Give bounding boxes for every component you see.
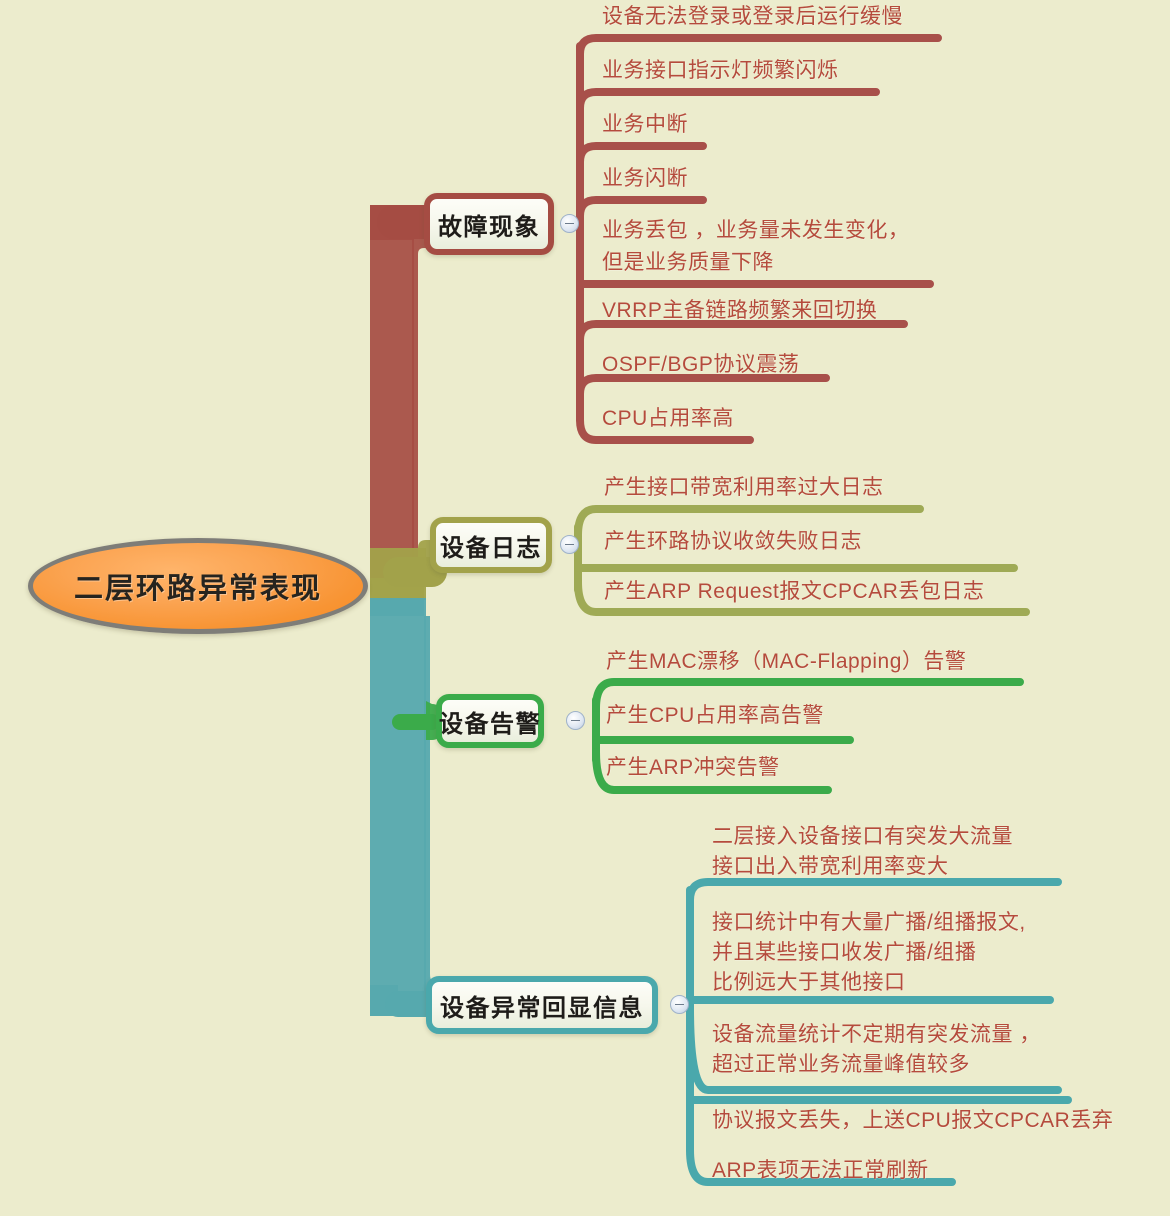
branch-node-device-logs[interactable]: 设备日志: [430, 517, 552, 573]
leaf-text: 产生MAC漂移（MAC-Flapping）告警: [606, 650, 967, 673]
collapse-toggle-icon-branch3[interactable]: [566, 711, 585, 730]
root-node[interactable]: 二层环路异常表现: [28, 538, 368, 634]
branch-label: 设备异常回显信息: [440, 994, 644, 1022]
leaf-text: 业务丢包 ，业务量未发生变化，: [602, 219, 910, 242]
leaf-text: 产生接口带宽利用率过大日志: [604, 476, 884, 499]
trunk-branch4: [370, 598, 436, 1012]
root-label: 二层环路异常表现: [73, 573, 322, 605]
leaf-text: 并且某些接口收发广播/组播: [712, 941, 977, 964]
trunk-branch1-shade: [370, 204, 430, 576]
trunk-seg-teal: [370, 598, 426, 1016]
branch-label: 设备告警: [439, 710, 541, 738]
leaf-text: 产生ARP Request报文CPCAR丢包日志: [604, 580, 985, 603]
trunk-branch1: [370, 206, 428, 576]
leaf-text: 业务闪断: [602, 167, 688, 190]
branch-label: 故障现象: [438, 213, 540, 241]
leaf-text: 业务中断: [602, 113, 688, 136]
trunk-seg-olive: [370, 548, 426, 600]
leaf-text: 但是业务质量下降: [602, 251, 774, 274]
collapse-toggle-icon-branch4[interactable]: [670, 995, 689, 1014]
leaf-text: VRRP主备链路频繁来回切换: [602, 299, 878, 322]
leaf-text: 设备无法登录或登录后运行缓慢: [602, 5, 903, 28]
leaf-text: 业务接口指示灯频繁闪烁: [602, 59, 839, 82]
leaf-text: 产生环路协议收敛失败日志: [604, 530, 862, 553]
leaf-text: 超过正常业务流量峰值较多: [712, 1053, 970, 1076]
leaf-text: 产生CPU占用率高告警: [606, 704, 824, 727]
leaf-text: OSPF/BGP协议震荡: [602, 353, 800, 376]
leaf-text: ARP表项无法正常刷新: [712, 1159, 929, 1182]
leaf-text: 二层接入设备接口有突发大流量: [712, 825, 1013, 848]
branch-node-device-alarms[interactable]: 设备告警: [436, 694, 544, 748]
branch-node-abnormal-echo-info[interactable]: 设备异常回显信息: [426, 976, 658, 1034]
leaf-text: 比例远大于其他接口: [712, 971, 906, 994]
leaf-text: 接口出入带宽利用率变大: [712, 855, 949, 878]
branch-label: 设备日志: [440, 534, 542, 562]
leaf-text: CPU占用率高: [602, 407, 734, 430]
leaf-text: 设备流量统计不定期有突发流量 ，: [712, 1023, 1041, 1046]
trunk-seg-red: [370, 205, 414, 578]
collapse-toggle-icon-branch2[interactable]: [560, 535, 579, 554]
collapse-toggle-icon-branch1[interactable]: [560, 214, 579, 233]
leaf-text: 接口统计中有大量广播/组播报文,: [712, 911, 1026, 934]
leaf-text: 协议报文丢失，上送CPU报文CPCAR丢弃: [712, 1109, 1114, 1132]
branch-node-fault-phenomena[interactable]: 故障现象: [424, 193, 554, 255]
leaf-text: 产生ARP冲突告警: [606, 756, 780, 779]
trunk-branch2: [370, 540, 430, 598]
